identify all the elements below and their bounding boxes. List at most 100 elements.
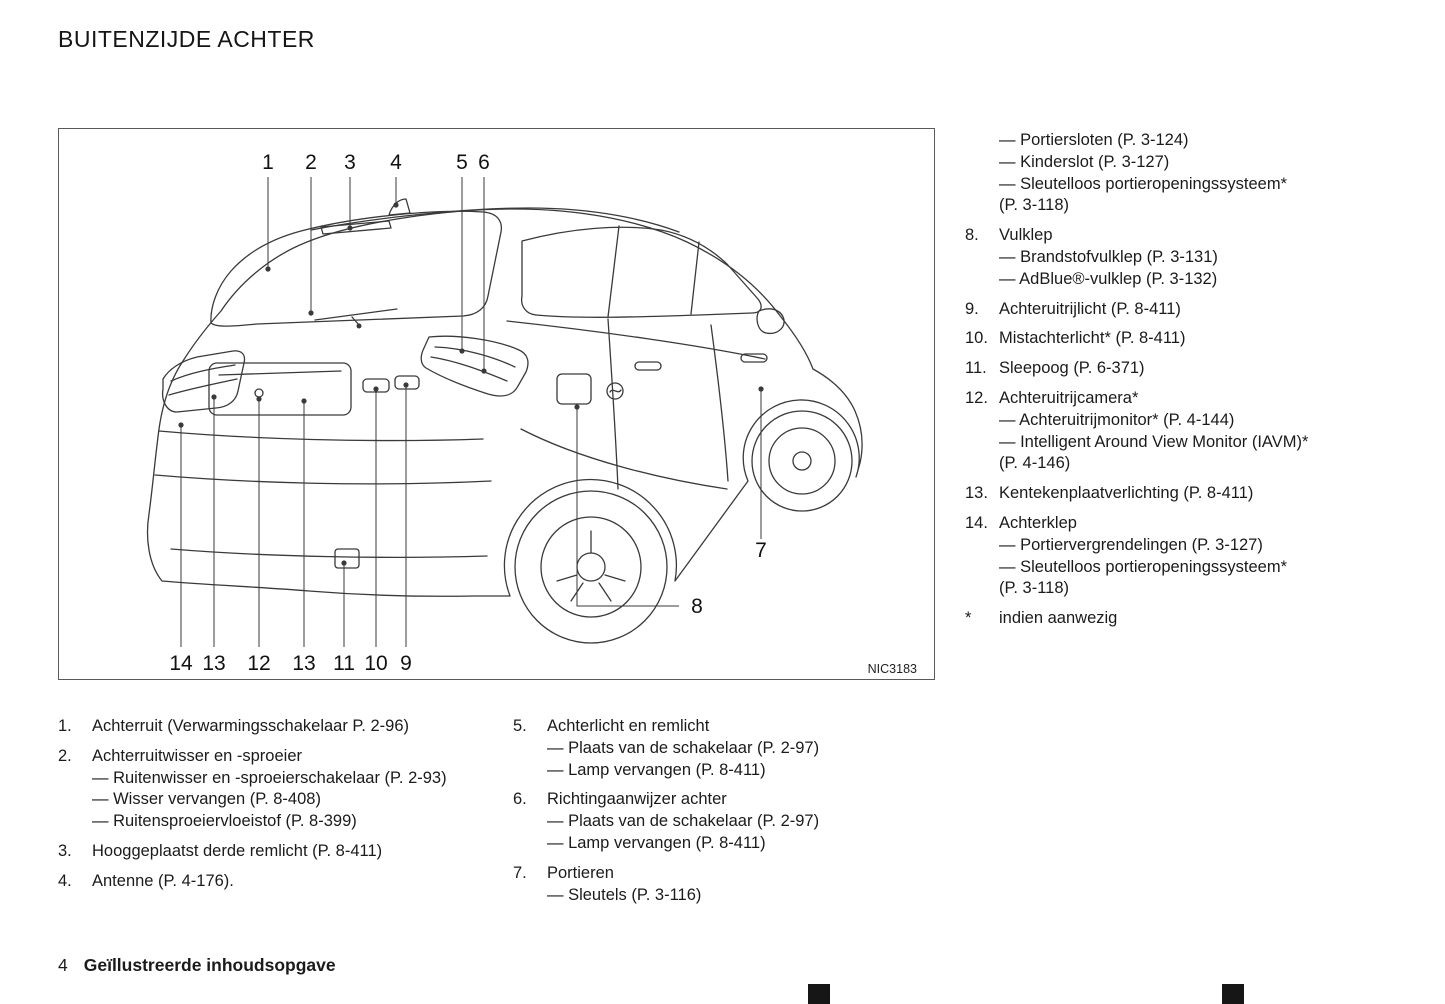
item-number: 1. xyxy=(58,717,72,735)
item-number xyxy=(965,535,999,557)
item-number xyxy=(58,811,92,833)
callout-number: 7 xyxy=(755,539,767,562)
front-door-handle xyxy=(740,353,768,363)
list-item: 13. Kentekenplaatverlichting (P. 8-411) xyxy=(965,483,1365,505)
item-number xyxy=(965,130,999,152)
list-item: — Portiervergrendelingen (P. 3-127) xyxy=(965,535,1365,557)
item-text: Achteruitrijcamera* xyxy=(999,388,1139,407)
item-number xyxy=(965,269,999,291)
list-item: — Sleutelloos portieropeningssysteem* xyxy=(965,174,1365,196)
fuel-cap-emblem xyxy=(606,382,624,400)
section-title: Geïllustreerde inhoudsopgave xyxy=(83,955,336,975)
left-taillight-detail xyxy=(168,364,238,396)
side-glass xyxy=(520,226,762,318)
tow-hook-cover xyxy=(334,548,360,569)
list-item: 11.Sleepoog (P. 6-371) xyxy=(965,358,1365,380)
item-number xyxy=(513,811,547,833)
item-number xyxy=(513,885,547,907)
wiper-pivot xyxy=(356,323,362,329)
callout-numbers: 1 2 3 4 5 6 14 13 12 13 11 10 9 7 8 xyxy=(169,151,767,675)
car-diagram: 1 2 3 4 5 6 14 13 12 13 11 10 9 7 8 NIC3… xyxy=(146,151,917,676)
tailgate-handle-strip xyxy=(218,370,342,376)
item-text: Achterklep xyxy=(999,513,1077,532)
item-number: 10. xyxy=(965,329,988,348)
item-text: Achteruitrijlicht (P. 8-411) xyxy=(999,299,1181,318)
callout-number: 6 xyxy=(478,151,490,174)
callout-number: 10 xyxy=(364,652,387,675)
item-text: indien aanwezig xyxy=(999,609,1118,628)
item-number xyxy=(58,768,92,790)
page-number: 4 xyxy=(58,955,68,975)
item-text: — Sleutelloos portieropeningssysteem* xyxy=(999,174,1287,193)
item-text: Achterruitwisser en -sproeier xyxy=(92,746,302,765)
list-item: 3. Hooggeplaatst derde remlicht (P. 8-411… xyxy=(58,841,510,863)
item-number: 13. xyxy=(965,484,988,503)
rear-window xyxy=(210,210,503,327)
item-number xyxy=(965,195,999,217)
callout-number: 4 xyxy=(390,151,402,174)
fuel-flap xyxy=(556,373,592,405)
antenna-fin xyxy=(388,198,411,216)
item-number xyxy=(965,410,999,432)
list-item: — Plaats van de schakelaar (P. 2-97) xyxy=(513,811,865,833)
list-item: 10. Mistachterlicht* (P. 8-411) xyxy=(965,328,1365,350)
rear-wheel-rim xyxy=(540,516,642,618)
item-number: 6. xyxy=(513,790,527,809)
item-number xyxy=(513,833,547,855)
callout-number: 3 xyxy=(344,151,356,174)
list-item: — Kinderslot (P. 3-127) xyxy=(965,152,1365,174)
item-text: Hooggeplaatst derde remlicht (P. 8-411) xyxy=(92,841,383,860)
list-item: — Achteruitrijmonitor* (P. 4-144) xyxy=(965,410,1365,432)
leader-lines xyxy=(180,177,762,647)
list-item: — Ruitensproeiervloeistof (P. 8-399) xyxy=(58,811,510,833)
list-item: — AdBlue®-vulklep (P. 3-132) xyxy=(965,269,1365,291)
callout-number: 13 xyxy=(202,652,225,675)
car-line-art xyxy=(146,198,863,644)
rear-camera xyxy=(254,388,264,398)
item-number: 8. xyxy=(965,226,979,245)
leader-dots xyxy=(178,202,764,566)
list-item: 4.Antenne (P. 4-176). xyxy=(58,871,510,893)
item-text: — Intelligent Around View Monitor (IAVM)… xyxy=(999,432,1309,451)
list-item: 2. Achterruitwisser en -sproeier xyxy=(58,746,510,768)
item-number: 7. xyxy=(513,863,527,882)
list-item: 5.Achterlicht en remlicht xyxy=(513,716,865,738)
footnote: *indien aanwezig xyxy=(965,608,1365,630)
list-item: — Wisser vervangen (P. 8-408) xyxy=(58,789,510,811)
item-number xyxy=(965,432,999,454)
callout-number: 13 xyxy=(292,652,315,675)
callout-number: 12 xyxy=(247,652,270,675)
callout-number: 14 xyxy=(169,652,193,675)
list-item: — Lamp vervangen (P. 8-411) xyxy=(513,833,865,855)
item-text: (P. 4-146) xyxy=(999,454,1071,473)
item-text: Achterlicht en remlicht xyxy=(547,717,710,735)
list-item: 6. Richtingaanwijzer achter xyxy=(513,789,865,811)
print-mark xyxy=(1222,984,1244,1004)
list-item: 9.Achteruitrijlicht (P. 8-411) xyxy=(965,299,1365,321)
item-text: Kentekenplaatverlichting (P. 8-411) xyxy=(999,484,1254,503)
list-item: (P. 4-146) xyxy=(965,453,1365,475)
item-text: Antenne (P. 4-176). xyxy=(92,871,234,890)
item-number: 2. xyxy=(58,746,72,765)
list-item: (P. 3-118) xyxy=(965,578,1365,600)
list-item: 14.Achterklep xyxy=(965,513,1365,535)
item-number: 3. xyxy=(58,841,72,860)
list-item: (P. 3-118) xyxy=(965,195,1365,217)
door-mirror xyxy=(756,308,785,335)
list-item: — Sleutels (P. 3-116) xyxy=(513,885,865,907)
item-number xyxy=(965,174,999,196)
list-item: 7.Portieren xyxy=(513,863,865,885)
callout-number: 9 xyxy=(400,652,412,675)
item-text: — Lamp vervangen (P. 8-411) xyxy=(547,760,766,779)
item-text: Mistachterlicht* (P. 8-411) xyxy=(999,329,1186,348)
left-item-list: 1.Achterruit (Verwarmingsschakelaar P. 2… xyxy=(58,716,510,893)
figure-code: NIC3183 xyxy=(868,662,917,676)
item-text: Richtingaanwijzer achter xyxy=(547,790,727,809)
item-text: — Sleutels (P. 3-116) xyxy=(547,885,702,904)
list-item: — Sleutelloos portieropeningssysteem* xyxy=(965,557,1365,579)
list-item: — Ruitenwisser en -sproeierschakelaar (P… xyxy=(58,768,510,790)
left-taillight xyxy=(161,350,246,413)
list-item: 12.Achteruitrijcamera* xyxy=(965,388,1365,410)
print-mark xyxy=(808,984,830,1004)
item-number xyxy=(965,578,999,600)
